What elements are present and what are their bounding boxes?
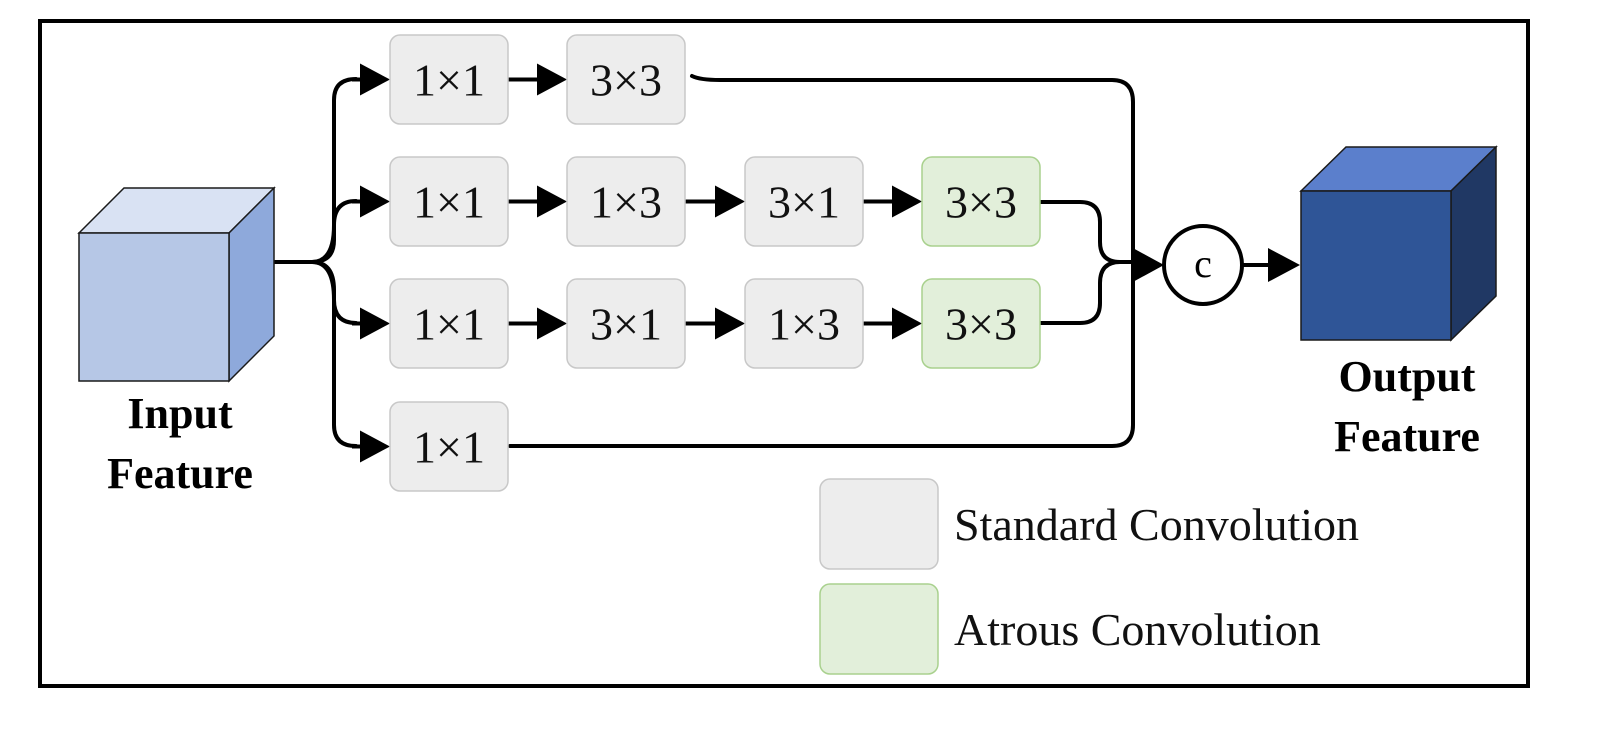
input-feature-label-line2: Feature xyxy=(107,449,253,498)
branch-2-op-4-label: 3×3 xyxy=(945,177,1017,228)
output-feature-cube xyxy=(1299,145,1498,342)
branch-3-op-1-box xyxy=(389,278,509,369)
branch-2-op-3-box xyxy=(744,156,864,247)
branch-2-entry-arrow-head xyxy=(360,185,390,218)
branch-3-arrow-2-head xyxy=(715,307,745,340)
branch-2-op-1-label: 1×1 xyxy=(413,177,485,228)
output-feature-label-line1: Output xyxy=(1339,352,1476,401)
branch-2-op-3-label: 3×1 xyxy=(768,177,840,228)
branch-2-op-2-box xyxy=(566,156,686,247)
branch-4-entry-arrow-head xyxy=(360,430,390,463)
concat-label: c xyxy=(1194,241,1212,286)
output-feature-label-line2: Feature xyxy=(1334,412,1480,461)
branch-3-arrow-1-head xyxy=(537,307,567,340)
branch-arrows xyxy=(352,63,922,463)
input-feature-label-line1: Input xyxy=(127,389,233,438)
branch-1-op-1-label: 1×1 xyxy=(413,55,485,106)
input-cube-front xyxy=(78,232,230,382)
branch-2-op-4-box xyxy=(921,156,1041,247)
branch-2-op-1-box xyxy=(389,156,509,247)
branch-1-op-2-box xyxy=(566,34,686,125)
legend: Standard Convolution Atrous Convolution xyxy=(819,478,1359,675)
branch-4-op-1-box xyxy=(389,401,509,492)
input-feature-cube xyxy=(77,186,276,383)
legend-atrous-label: Atrous Convolution xyxy=(954,604,1321,655)
branch-3-op-3-label: 1×3 xyxy=(768,299,840,350)
concat-node xyxy=(1162,224,1244,306)
branch-3-arrow-3-head xyxy=(892,307,922,340)
branch-1-op-2-label: 3×3 xyxy=(590,55,662,106)
branch-2-arrow-1-head xyxy=(537,185,567,218)
branch-3-entry-arrow-head xyxy=(360,307,390,340)
branch-1-op-1-box xyxy=(389,34,509,125)
output-cube-front xyxy=(1300,190,1452,341)
branch-3-op-3-box xyxy=(744,278,864,369)
branch-3-op-4-box xyxy=(921,278,1041,369)
branch-2-arrow-3-head xyxy=(892,185,922,218)
legend-atrous-swatch xyxy=(819,583,939,675)
diagram-frame xyxy=(38,19,1530,688)
branch-3-op-2-label: 3×1 xyxy=(590,299,662,350)
branch-3-op-1-label: 1×1 xyxy=(413,299,485,350)
legend-standard-label: Standard Convolution xyxy=(954,499,1359,550)
branch-1-entry-arrow-head xyxy=(360,63,390,96)
branch-1-arrow-1-head xyxy=(537,63,567,96)
connections xyxy=(270,74,1300,448)
legend-standard-swatch xyxy=(819,478,939,570)
branch-2-arrow-2-head xyxy=(715,185,745,218)
operation-boxes: 1×1 3×3 1×1 1×3 3×1 3×3 1×1 3×1 1×3 3×3 1×1 xyxy=(389,34,1041,492)
branch-4-op-1-label: 1×1 xyxy=(413,422,485,473)
branch-3-op-2-box xyxy=(566,278,686,369)
branch-2-op-2-label: 1×3 xyxy=(590,177,662,228)
branch-3-op-4-label: 3×3 xyxy=(945,299,1017,350)
